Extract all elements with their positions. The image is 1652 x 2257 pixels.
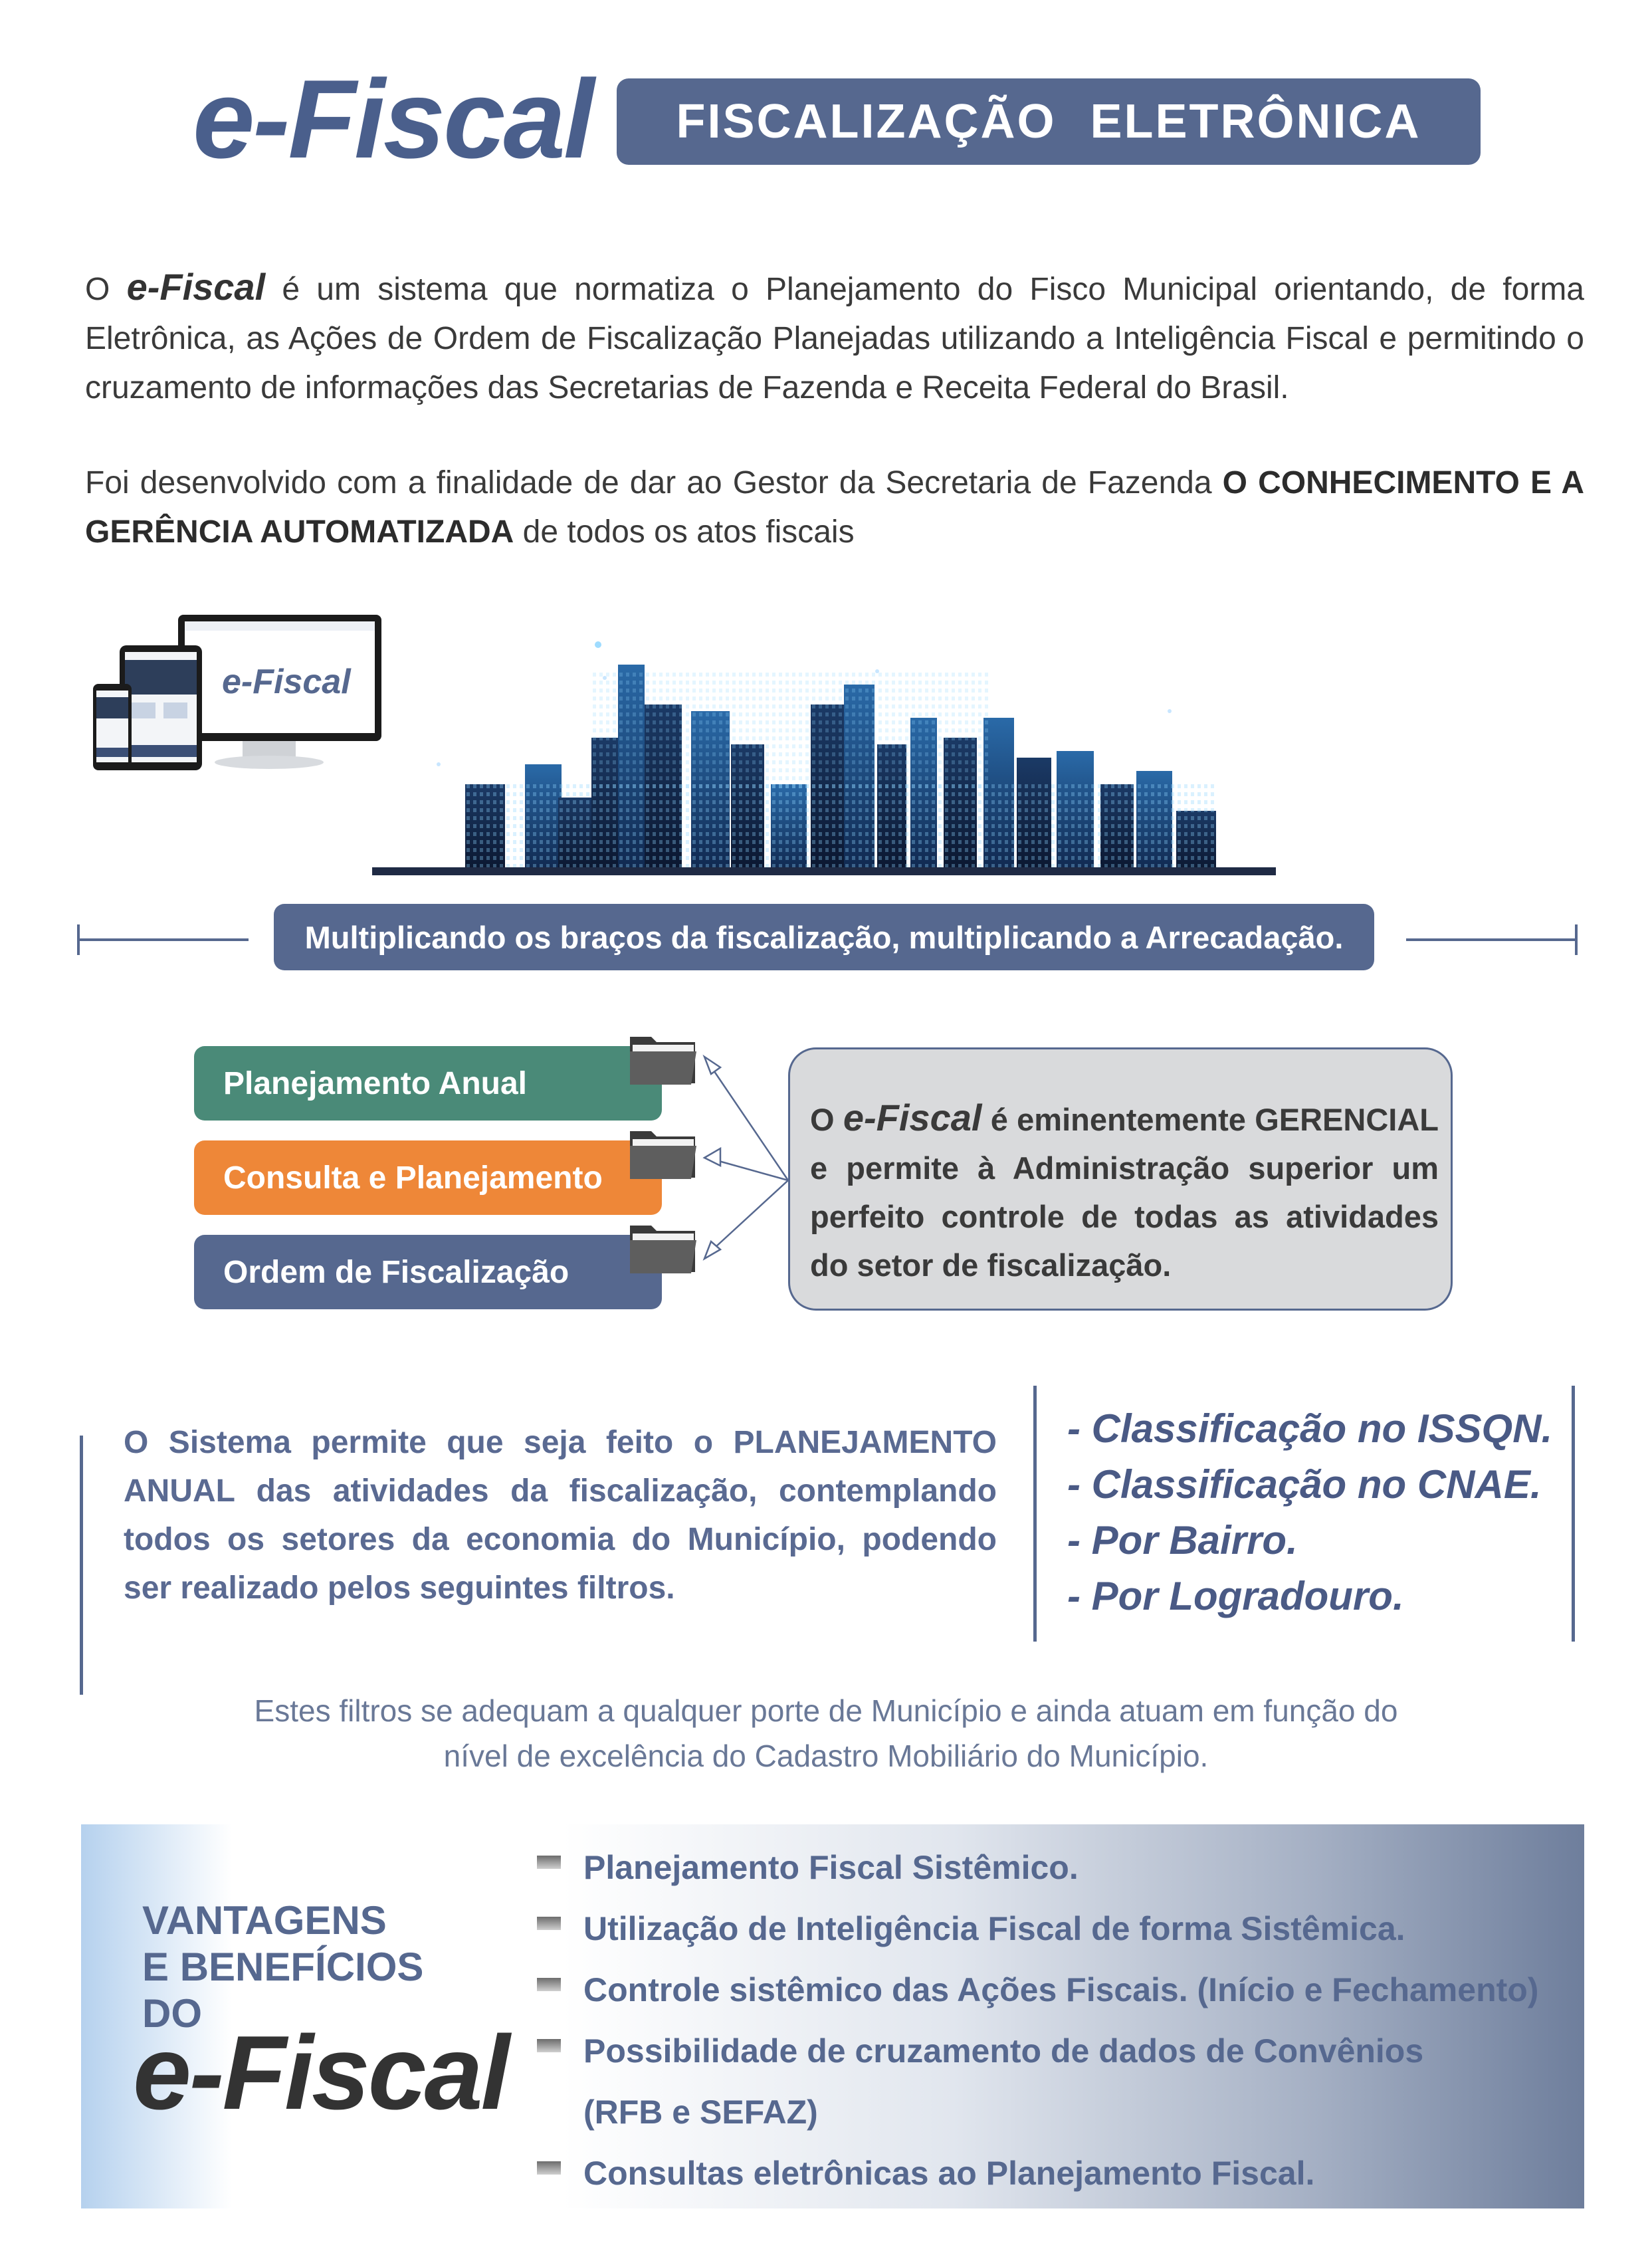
bullet-icon	[537, 1917, 561, 1930]
connector-arrows	[702, 1054, 789, 1261]
banner-right-tick	[1575, 924, 1578, 955]
folder-icon	[630, 1037, 696, 1085]
header-logo: e-Fiscal	[193, 56, 595, 181]
page-title: FISCALIZAÇÃO ELETRÔNICA	[676, 95, 1421, 148]
filters-list-left-bar	[1033, 1386, 1037, 1642]
advantages-logo: e-Fiscal	[133, 2014, 510, 2131]
advantage-item: Utilização de Inteligência Fiscal de for…	[583, 1910, 1405, 1947]
info-start: O	[810, 1102, 835, 1137]
intro-p1-brand: e-Fiscal	[126, 266, 266, 308]
filter-item-issqn: - Classificação no ISSQN.	[1067, 1406, 1553, 1451]
advantages-title-line-1: VANTAGENS	[142, 1898, 387, 1943]
banner-left-line	[78, 938, 249, 941]
filters-note-line-1: Estes filtros se adequam a qualquer port…	[254, 1693, 1398, 1728]
bullet-icon	[537, 2039, 561, 2052]
intro-p2-end: de todos os atos fiscais	[522, 514, 855, 550]
module-label: Ordem de Fiscalização	[223, 1254, 569, 1290]
intro-p1-start: O	[85, 272, 110, 307]
advantages-title-line-3: DO	[142, 1991, 202, 2036]
advantage-item: Controle sistêmico das Ações Fiscais. (I…	[583, 1971, 1539, 2008]
slogan-text: Multiplicando os braços da fiscalização,…	[304, 919, 1344, 955]
monitor-screen-logo: e-Fiscal	[222, 663, 352, 701]
intro-p2-start: Foi desenvolvido com a finalidade de dar…	[85, 465, 1212, 500]
city-skyline-illustration	[372, 641, 1276, 875]
devices-illustration: e-Fiscal	[93, 615, 381, 770]
gerencial-info-box: O e-Fiscal é eminentemente GERENCIAL e p…	[788, 1047, 1453, 1311]
module-planejamento-anual: Planejamento Anual	[194, 1046, 662, 1121]
advantage-item: Planejamento Fiscal Sistêmico.	[583, 1849, 1079, 1886]
advantage-item: Possibilidade de cruzamento de dados de …	[583, 2032, 1424, 2070]
advantage-item: Consultas eletrônicas ao Planejamento Fi…	[583, 2155, 1315, 2192]
planning-description: O Sistema permite que seja feito o PLANE…	[124, 1425, 997, 1606]
filters-note: Estes filtros se adequam a qualquer port…	[133, 1688, 1519, 1778]
intro-paragraph-2: Foi desenvolvido com a finalidade de dar…	[85, 459, 1584, 557]
slogan-banner: Multiplicando os braços da fiscalização,…	[274, 904, 1374, 970]
module-label: Planejamento Anual	[223, 1065, 527, 1101]
intro-p2-bold: O CONHECIMENTO E A GERÊNCIA AUTOMATIZADA	[85, 465, 1584, 550]
banner-right-line	[1406, 938, 1576, 941]
bullet-icon	[537, 1856, 561, 1869]
filter-item-logradouro: - Por Logradouro.	[1067, 1574, 1404, 1618]
folder-icon	[630, 1131, 696, 1179]
folder-icon	[630, 1226, 696, 1273]
module-label: Consulta e Planejamento	[223, 1160, 603, 1196]
filters-list-right-bar	[1572, 1386, 1575, 1642]
filters-note-line-2: nível de excelência do Cadastro Mobiliár…	[443, 1739, 1209, 1773]
info-brand: e-Fiscal	[843, 1097, 982, 1138]
filter-item-bairro: - Por Bairro.	[1067, 1518, 1298, 1562]
intro-paragraph-1: O e-Fiscal é um sistema que normatiza o …	[85, 263, 1584, 413]
advantage-item-continuation: (RFB e SEFAZ)	[583, 2094, 818, 2131]
filter-item-cnae: - Classificação no CNAE.	[1067, 1462, 1542, 1507]
advantages-panel	[81, 1824, 1584, 2208]
bullet-icon	[537, 2161, 561, 2175]
module-consulta-planejamento: Consulta e Planejamento	[194, 1140, 662, 1215]
info-rest: é eminentemente GERENCIAL e permite à Ad…	[810, 1102, 1439, 1283]
intro-p1-rest: é um sistema que normatiza o Planejament…	[85, 272, 1584, 405]
filters-left-bar	[80, 1436, 83, 1695]
gerencial-info-text: O e-Fiscal é eminentemente GERENCIAL e p…	[810, 1093, 1439, 1289]
banner-left-tick	[77, 924, 80, 955]
advantages-title: VANTAGENS E BENEFÍCIOS DO	[142, 1897, 423, 2037]
title-banner: FISCALIZAÇÃO ELETRÔNICA	[617, 78, 1481, 165]
bullet-icon	[537, 1978, 561, 1991]
module-ordem-fiscalizacao: Ordem de Fiscalização	[194, 1235, 662, 1309]
advantages-title-line-2: E BENEFÍCIOS	[142, 1945, 424, 1989]
